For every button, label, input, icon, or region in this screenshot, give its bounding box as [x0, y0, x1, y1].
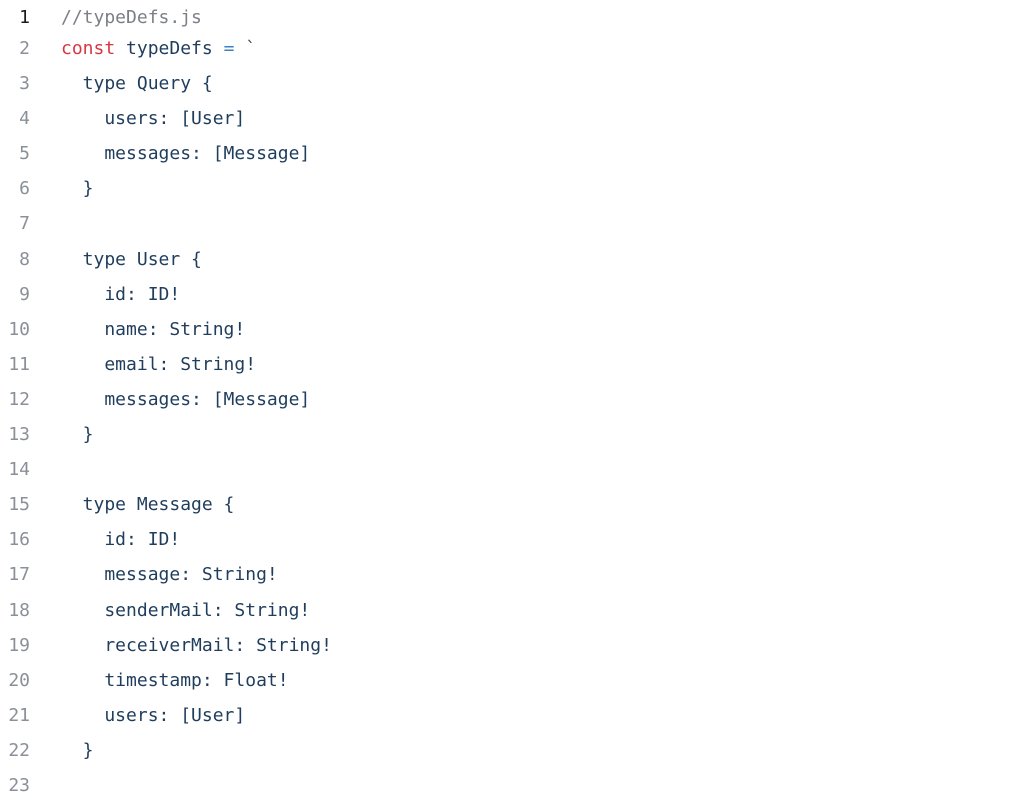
line-number: 14 [8, 459, 30, 480]
code-text: } [61, 178, 94, 199]
code-line: 23 [0, 768, 1024, 803]
line-number: 8 [19, 249, 30, 270]
code-line: 8 type User { [0, 242, 1024, 277]
code-text: type Message { [61, 494, 235, 515]
line-number: 23 [8, 775, 30, 796]
line-number: 1 [19, 7, 30, 28]
line-number: 5 [19, 143, 30, 164]
const-keyword: const [61, 38, 116, 59]
code-text: //typeDefs.js [61, 7, 202, 28]
line-number: 13 [8, 424, 30, 445]
code-text: timestamp: Float! [61, 670, 289, 691]
code-text: id: ID! [61, 529, 181, 550]
line-number: 15 [8, 494, 30, 515]
assignment-operator: = [223, 38, 235, 59]
code-line: 22 } [0, 733, 1024, 768]
code-text: type User { [61, 249, 202, 270]
code-text: message: String! [61, 564, 278, 585]
code-line: 4 users: [User] [0, 101, 1024, 136]
code-line: 11 email: String! [0, 347, 1024, 382]
line-number: 19 [8, 635, 30, 656]
code-text: messages: [Message] [61, 143, 311, 164]
code-line: 18 senderMail: String! [0, 593, 1024, 628]
code-line: 13 } [0, 417, 1024, 452]
code-text: } [61, 740, 94, 761]
code-line: 9 id: ID! [0, 277, 1024, 312]
code-text: users: [User] [61, 108, 246, 129]
code-text: email: String! [61, 354, 257, 375]
code-line: 15 type Message { [0, 487, 1024, 522]
code-text: receiverMail: String! [61, 635, 332, 656]
code-text: } [61, 424, 94, 445]
line-number: 12 [8, 389, 30, 410]
line-number: 7 [19, 213, 30, 234]
code-line: 1 //typeDefs.js [0, 0, 1024, 35]
code-line: 12 messages: [Message] [0, 382, 1024, 417]
code-text: name: String! [61, 319, 246, 340]
line-number: 2 [19, 38, 30, 59]
code-line: 20 timestamp: Float! [0, 663, 1024, 698]
template-literal-tick: ` [234, 38, 257, 59]
code-text: const typeDefs = ` [61, 38, 256, 59]
code-line: 10 name: String! [0, 312, 1024, 347]
line-number: 10 [8, 319, 30, 340]
line-number: 3 [19, 73, 30, 94]
code-text: users: [User] [61, 705, 246, 726]
code-line: 5 messages: [Message] [0, 136, 1024, 171]
line-number: 6 [19, 178, 30, 199]
identifier: typeDefs [115, 38, 224, 59]
line-number: 20 [8, 670, 30, 691]
code-line: 3 type Query { [0, 66, 1024, 101]
code-line: 21 users: [User] [0, 698, 1024, 733]
line-number: 4 [19, 108, 30, 129]
code-text: type Query { [61, 73, 213, 94]
code-text: id: ID! [61, 284, 181, 305]
line-number: 18 [8, 600, 30, 621]
code-line: 14 [0, 452, 1024, 487]
line-number: 16 [8, 529, 30, 550]
code-line: 7 [0, 206, 1024, 241]
code-line: 17 message: String! [0, 557, 1024, 592]
code-text: senderMail: String! [61, 600, 311, 621]
line-number: 17 [8, 564, 30, 585]
code-line: 19 receiverMail: String! [0, 628, 1024, 663]
line-number: 11 [8, 354, 30, 375]
line-number: 22 [8, 740, 30, 761]
code-line: 6 } [0, 171, 1024, 206]
line-number: 9 [19, 284, 30, 305]
code-line: 16 id: ID! [0, 522, 1024, 557]
line-number: 21 [8, 705, 30, 726]
code-line: 2 const typeDefs = ` [0, 31, 1024, 66]
code-text: messages: [Message] [61, 389, 311, 410]
